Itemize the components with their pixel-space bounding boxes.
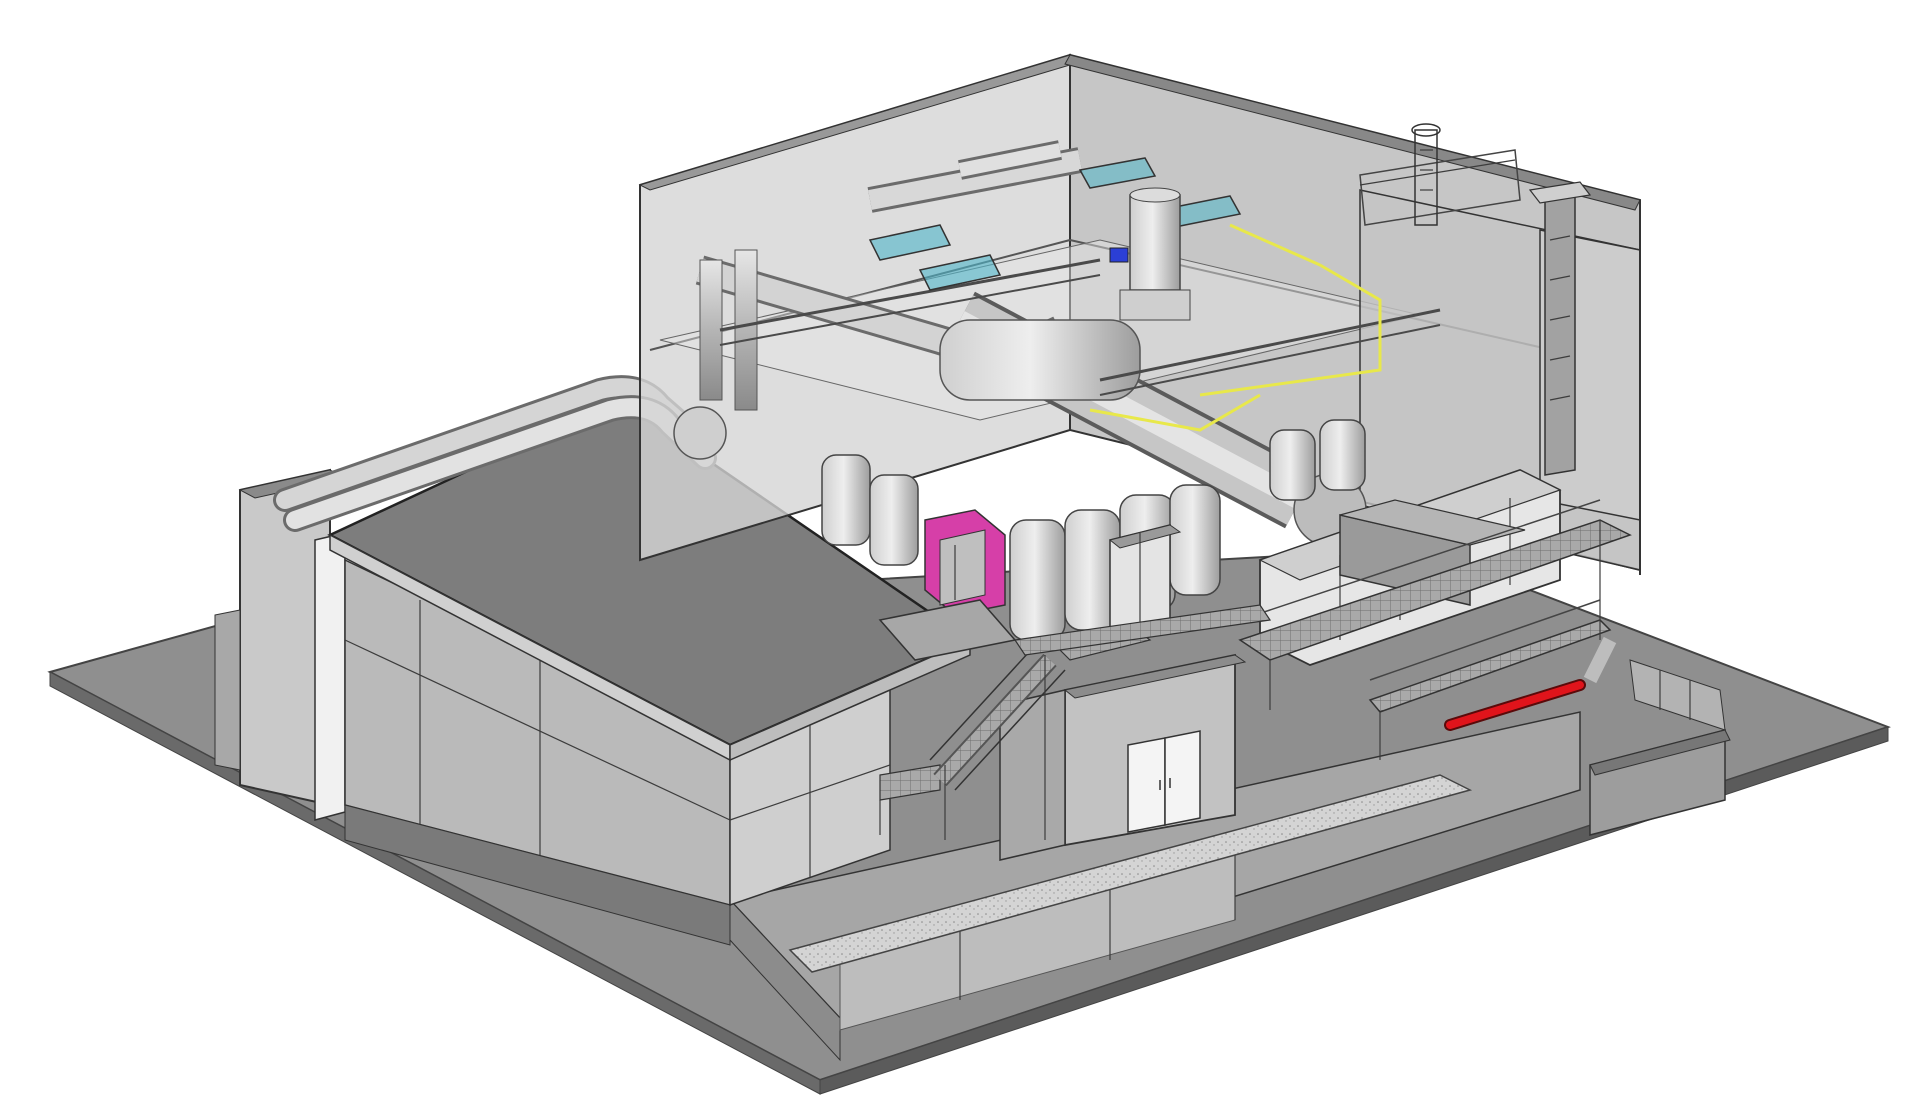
grated-platform (1238, 499, 1632, 760)
red-pipe (1444, 636, 1617, 731)
exterior-staircase (879, 624, 1152, 840)
exhaust-stack (1528, 181, 1592, 476)
mid-landing-platform (878, 599, 1272, 661)
magenta-equipment-unit (924, 509, 1006, 616)
skylight-panels (868, 157, 1242, 291)
basement-section (728, 711, 1581, 1062)
double-door[interactable] (1127, 730, 1201, 833)
upper-pipework (673, 140, 1441, 547)
roof-railing-and-ladder (1359, 123, 1521, 226)
annex-building (214, 398, 973, 946)
central-vertical-unit (1109, 187, 1191, 321)
ancillary-enclosure (1589, 659, 1731, 836)
storage-tanks (821, 419, 1366, 641)
